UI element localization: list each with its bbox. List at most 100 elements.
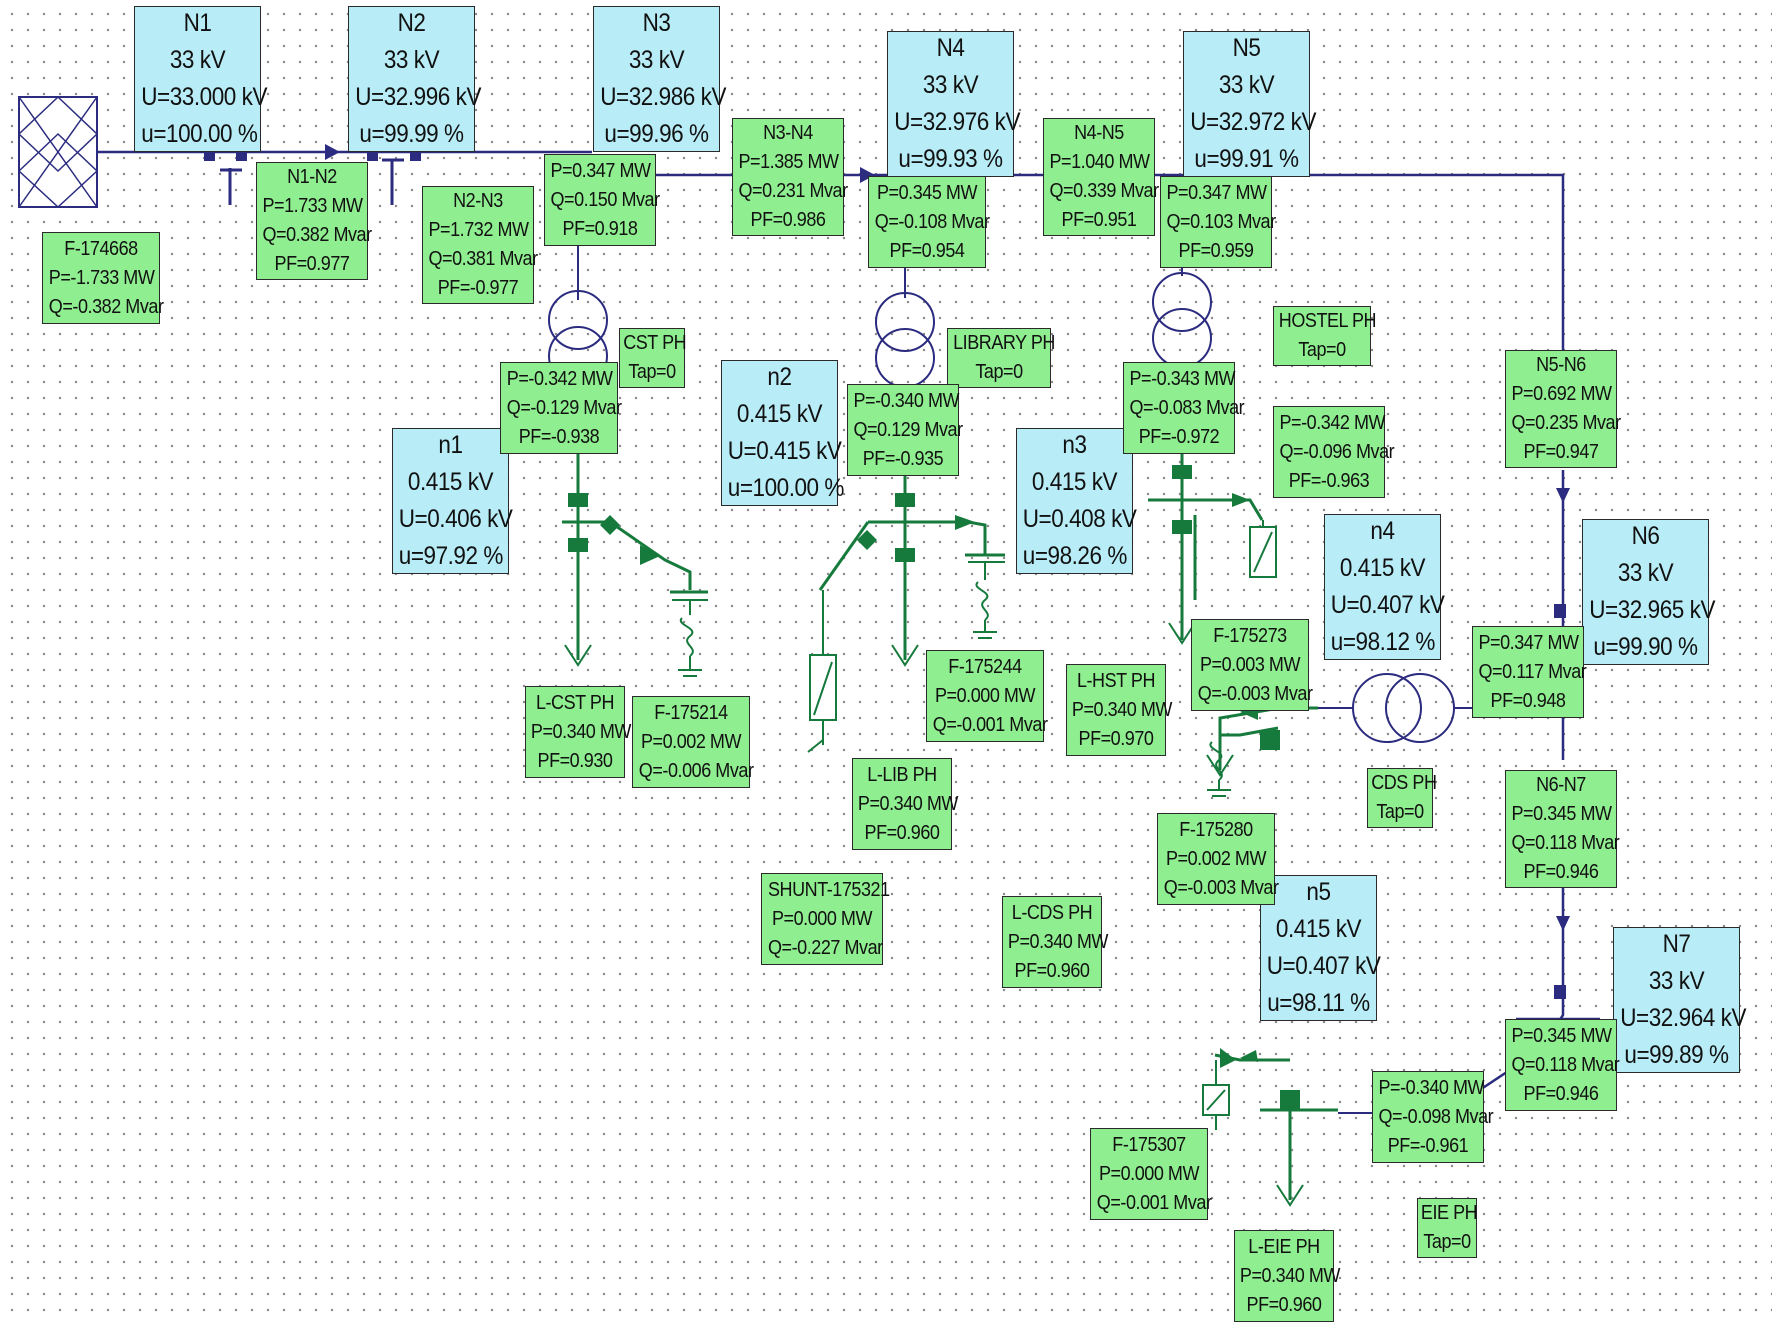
- box-value: u=99.89 %: [1624, 1041, 1729, 1069]
- box-title: N6-N7: [1536, 774, 1586, 796]
- box-title: L-EIE PH: [1248, 1235, 1320, 1258]
- box-value: P=0.002 MW: [640, 730, 742, 753]
- box-value: PF=0.951: [1061, 209, 1137, 231]
- box-title: N4-N5: [1074, 122, 1124, 144]
- box-value: P=0.340 MW: [1071, 698, 1173, 721]
- box-title: P=-0.343 MW: [1129, 367, 1236, 390]
- shunt-capacitor-icon[interactable]: [672, 561, 1231, 797]
- switch-disconnector-icon[interactable]: [220, 158, 404, 205]
- box-value: PF=0.970: [1078, 727, 1154, 750]
- transformer-icon[interactable]: [1318, 673, 1475, 743]
- box-value: P=0.340 MW: [1007, 930, 1109, 953]
- box-title: F-175280: [1179, 818, 1253, 841]
- box-title: P=-0.342 MW: [1279, 411, 1386, 434]
- box-value: Tap=0: [1423, 1231, 1471, 1253]
- box-value: PF=0.986: [750, 209, 826, 231]
- box-value: Q=0.150 Mvar: [550, 188, 661, 211]
- box-value: Q=-0.001 Mvar: [932, 713, 1048, 736]
- box-title: EIE PH: [1420, 1202, 1478, 1224]
- box-title: P=0.347 MW: [550, 159, 652, 182]
- box-title: N3-N4: [763, 122, 813, 144]
- box-title: n1: [438, 431, 463, 459]
- result-box-eie-ph[interactable]: EIE PH Tap=0: [1417, 1198, 1478, 1258]
- box-value: PF=0.947: [1523, 441, 1599, 463]
- box-value: U=0.406 kV: [398, 505, 513, 533]
- box-value: Q=-0.129 Mvar: [506, 396, 622, 419]
- box-title: P=-0.340 MW: [1378, 1076, 1485, 1099]
- filter-icon[interactable]: [807, 520, 1277, 1130]
- box-value: Q=0.381 Mvar: [428, 248, 539, 270]
- box-value: 33 kV: [1218, 71, 1275, 99]
- box-value: 0.415 kV: [736, 400, 823, 428]
- transformer-icon[interactable]: [875, 268, 935, 388]
- box-value: 33 kV: [628, 46, 685, 74]
- box-value: PF=0.948: [1490, 689, 1566, 712]
- box-value: Q=-0.083 Mvar: [1129, 396, 1245, 419]
- box-title: CST PH: [623, 332, 687, 354]
- box-value: Q=-0.003 Mvar: [1197, 682, 1313, 705]
- load-arrow-icon[interactable]: [564, 622, 1304, 1207]
- box-title: P=0.347 MW: [1166, 181, 1268, 204]
- box-value: P=0.340 MW: [857, 792, 959, 815]
- external-grid-icon[interactable]: [17, 95, 99, 209]
- box-value: PF=0.918: [562, 217, 638, 240]
- box-value: Q=-0.227 Mvar: [768, 936, 883, 959]
- box-title: N5-N6: [1536, 354, 1586, 376]
- box-title: L-CDS PH: [1011, 901, 1093, 924]
- box-value: u=99.93 %: [898, 145, 1003, 173]
- box-value: P=0.340 MW: [530, 720, 632, 743]
- box-value: PF=-0.972: [1138, 425, 1220, 448]
- box-value: U=33.000 kV: [141, 83, 268, 111]
- box-value: u=99.91 %: [1194, 145, 1299, 173]
- box-value: Q=0.231 Mvar: [738, 180, 849, 202]
- lv-breaker-icon[interactable]: [568, 465, 1300, 1110]
- box-title: F-174668: [64, 237, 138, 260]
- box-title: F-175307: [1112, 1133, 1186, 1156]
